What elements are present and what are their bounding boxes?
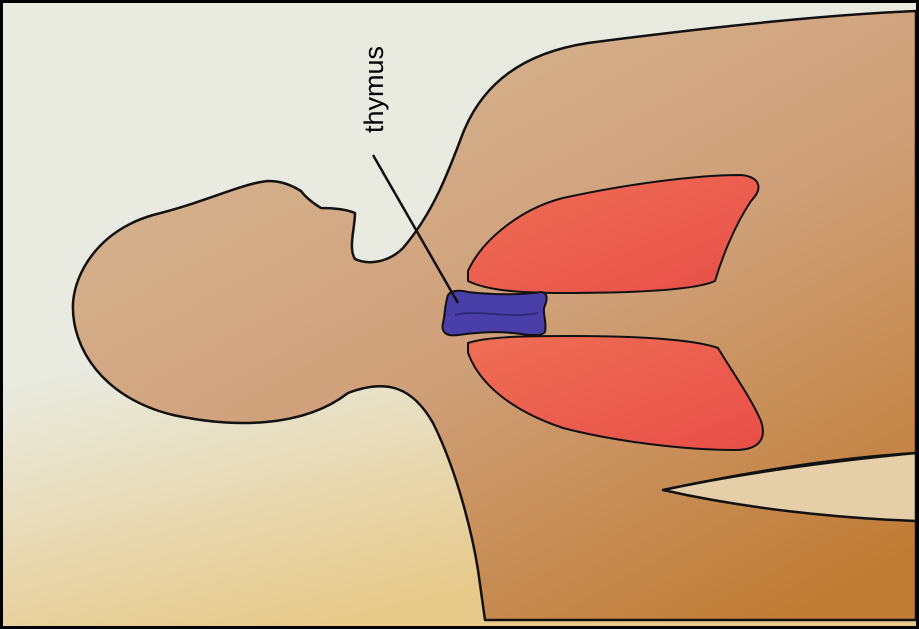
thymus-label: thymus [359,46,389,133]
diagram-canvas: thymus [3,3,916,626]
